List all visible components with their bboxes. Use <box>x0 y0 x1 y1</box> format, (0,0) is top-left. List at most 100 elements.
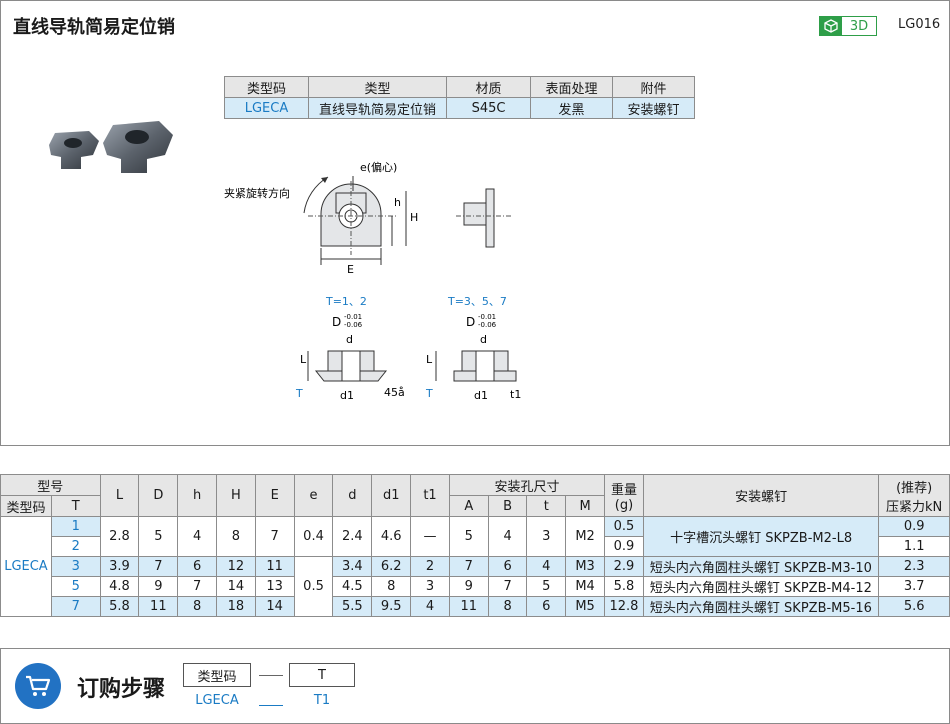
row-T[interactable]: 2 <box>50 536 101 557</box>
cell-M: M4 <box>565 576 606 597</box>
variant-a-tol-lower: -0.06 <box>344 321 363 329</box>
spec-surface: 发黑 <box>530 97 613 119</box>
cell-e: 0.5 <box>293 556 334 617</box>
cell-screw: 短头内六角圆柱头螺钉 SKPZB-M3-10 <box>642 556 880 577</box>
header-model: 型号 <box>0 474 101 496</box>
cell-H: 14 <box>215 576 256 597</box>
3d-view-button[interactable]: 3D <box>819 16 877 36</box>
table-row: 7 5.8 11 8 18 14 5.5 9.5 4 11 8 6 M5 12.… <box>1 596 950 617</box>
cell-weight: 0.5 <box>604 516 644 537</box>
cell-force: 1.1 <box>878 536 950 557</box>
cell-E: 14 <box>254 596 295 617</box>
variant-a-D: D <box>332 315 341 329</box>
row-T[interactable]: 3 <box>50 556 101 577</box>
header-t1: t1 <box>410 474 450 517</box>
rotation-label: 夹紧旋转方向 <box>224 186 290 200</box>
cell-h: 7 <box>177 576 217 597</box>
cell-h: 8 <box>177 596 217 617</box>
cell-B: 8 <box>487 596 528 617</box>
page-title: 直线导轨简易定位销 <box>13 17 175 38</box>
header-M: M <box>565 495 606 517</box>
cell-L: 5.8 <box>99 596 140 617</box>
cart-icon <box>15 663 61 709</box>
order-value-T[interactable]: T1 <box>313 693 331 708</box>
cell-E: 7 <box>254 516 295 557</box>
variant-b-label: T=3、5、7 <box>447 295 507 308</box>
cell-screw: 短头内六角圆柱头螺钉 SKPZB-M5-16 <box>642 596 880 617</box>
cell-A: 9 <box>448 576 489 597</box>
cell-H: 18 <box>215 596 256 617</box>
table-row: 5 4.8 9 7 14 13 4.5 8 3 9 7 5 M4 5.8 短头内… <box>1 576 950 597</box>
cell-d: 2.4 <box>332 516 373 557</box>
variant-b-tol-upper: -0.01 <box>478 313 496 321</box>
header-D: D <box>138 474 179 517</box>
cell-e: 0.4 <box>293 516 334 557</box>
cell-L: 2.8 <box>99 516 140 557</box>
header-L: L <box>99 474 140 517</box>
cell-d1: 4.6 <box>371 516 412 557</box>
cell-D: 7 <box>138 556 179 577</box>
cell-weight: 12.8 <box>604 596 644 617</box>
variant-a-label: T=1、2 <box>325 295 367 308</box>
cell-M: M5 <box>565 596 606 617</box>
variant-a-T: T <box>295 387 303 400</box>
cell-weight: 5.8 <box>604 576 644 597</box>
variant-a-angle: 45å <box>384 386 405 399</box>
cell-d1: 9.5 <box>371 596 412 617</box>
dimension-table: 型号 L D h H E e d d1 t1 安装孔尺寸 重量(g) 安装螺钉 … <box>0 474 950 617</box>
product-photo <box>49 121 173 173</box>
3d-label: 3D <box>849 18 869 34</box>
spec-header-accessory: 附件 <box>612 76 695 98</box>
cell-H: 12 <box>215 556 256 577</box>
cell-M: M2 <box>565 516 606 557</box>
variant-b-T: T <box>425 387 433 400</box>
header-t: t <box>526 495 567 517</box>
row-T[interactable]: 7 <box>50 596 101 617</box>
header-B: B <box>487 495 528 517</box>
spec-type-code[interactable]: LGECA <box>224 97 309 119</box>
cell-D: 9 <box>138 576 179 597</box>
order-value-type-code[interactable]: LGECA <box>195 693 239 708</box>
cell-h: 4 <box>177 516 217 557</box>
cell-M: M3 <box>565 556 606 577</box>
cell-force: 3.7 <box>878 576 950 597</box>
order-field-type-code: 类型码 <box>183 663 251 687</box>
cell-t: 3 <box>526 516 567 557</box>
row-T[interactable]: 5 <box>50 576 101 597</box>
header-d: d <box>332 474 373 517</box>
cell-A: 7 <box>448 556 489 577</box>
row-T[interactable]: 1 <box>50 516 101 537</box>
cell-B: 7 <box>487 576 528 597</box>
header-force: (推荐)压紧力kN <box>878 474 950 517</box>
header-weight-unit: (g) <box>614 497 634 513</box>
cell-B: 4 <box>487 516 528 557</box>
row-type-code[interactable]: LGECA <box>0 516 52 617</box>
cell-weight: 2.9 <box>604 556 644 577</box>
cell-H: 8 <box>215 516 256 557</box>
header-d1: d1 <box>371 474 412 517</box>
cube-icon <box>820 17 842 35</box>
cell-D: 5 <box>138 516 179 557</box>
header-force-2: 压紧力kN <box>886 499 943 515</box>
variant-a-d1: d1 <box>340 389 354 402</box>
variant-b-d: d <box>480 333 487 346</box>
dim-E-label: E <box>347 263 354 276</box>
spec-header-surface: 表面处理 <box>530 76 613 98</box>
variant-b-d1: d1 <box>474 389 488 402</box>
variant-b-t1: t1 <box>510 388 521 401</box>
header-A: A <box>448 495 489 517</box>
cell-t: 4 <box>526 556 567 577</box>
header-H: H <box>215 474 256 517</box>
cell-weight: 0.9 <box>604 536 644 557</box>
spec-material: S45C <box>446 97 531 119</box>
header-E: E <box>254 474 295 517</box>
cell-A: 11 <box>448 596 489 617</box>
dim-h-label: h <box>394 196 401 209</box>
order-field-T: T <box>289 663 355 687</box>
cell-t1: 2 <box>410 556 450 577</box>
table-row: 3 3.9 7 6 12 11 0.5 3.4 6.2 2 7 6 4 M3 2… <box>1 556 950 617</box>
cell-L: 3.9 <box>99 556 140 577</box>
header-screw: 安装螺钉 <box>642 474 880 517</box>
cell-B: 6 <box>487 556 528 577</box>
order-title: 订购步骤 <box>77 677 166 702</box>
